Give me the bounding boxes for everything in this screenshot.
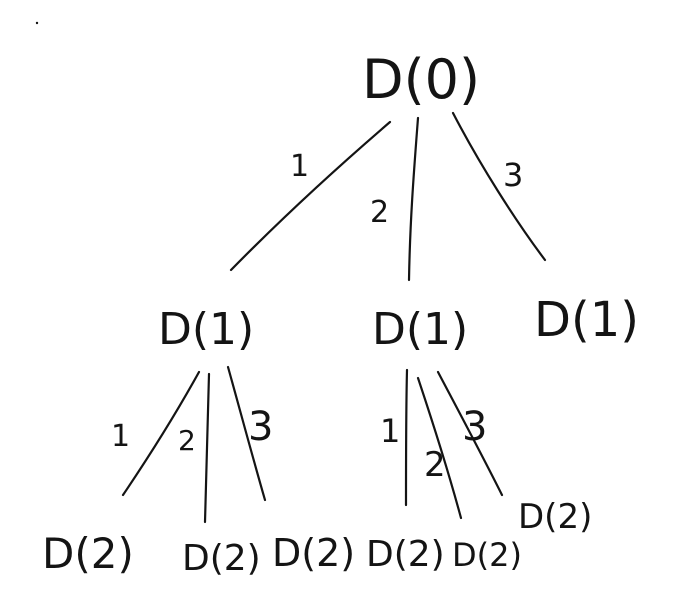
edge-root-l1c	[451, 111, 547, 262]
edges-level-1	[229, 111, 547, 282]
edge-label-l1b-l2b2: 2	[424, 445, 446, 485]
edge-label-root-l1c: 3	[503, 156, 523, 194]
edges-level-2-middle	[404, 368, 504, 520]
node-l2b1: D(2)	[366, 534, 445, 575]
edge-label-root-l1a: 1	[290, 149, 309, 184]
edge-l1b-l2b1	[404, 368, 409, 507]
edge-l1a-l2a1	[121, 370, 201, 497]
edge-root-l1a	[229, 120, 392, 272]
node-l2b2: D(2)	[452, 536, 522, 574]
stray-dot	[35, 21, 39, 25]
edge-labels: 1 2 3 1 2 3 1 2 3	[111, 149, 523, 485]
edge-label-l1b-l2b3: 3	[462, 404, 487, 450]
node-l1b: D(1)	[372, 304, 468, 355]
edge-label-l1a-l2a2: 2	[178, 424, 196, 457]
node-l2a2: D(2)	[182, 538, 261, 579]
edges-level-2-left	[121, 365, 267, 524]
edge-label-l1b-l2b1: 1	[380, 412, 400, 450]
node-l2a3: D(2)	[272, 531, 355, 575]
edge-l1b-l2b3	[436, 370, 504, 497]
edge-l1b-l2b2	[416, 376, 463, 520]
node-labels: D(0) D(1) D(1) D(1) D(2) D(2) D(2) D(2) …	[42, 48, 639, 579]
edge-root-l1b	[407, 116, 420, 282]
node-root: D(0)	[362, 48, 480, 111]
edge-label-root-l1b: 2	[370, 195, 389, 230]
node-l1c: D(1)	[534, 292, 639, 348]
node-l2a1: D(2)	[42, 529, 134, 578]
node-l2b3: D(2)	[518, 497, 592, 537]
edge-label-l1a-l2a3: 3	[248, 404, 273, 450]
edge-label-l1a-l2a1: 1	[111, 419, 130, 454]
edge-l1a-l2a3	[226, 365, 267, 502]
edge-l1a-l2a2	[203, 372, 211, 524]
node-l1a: D(1)	[158, 304, 254, 355]
